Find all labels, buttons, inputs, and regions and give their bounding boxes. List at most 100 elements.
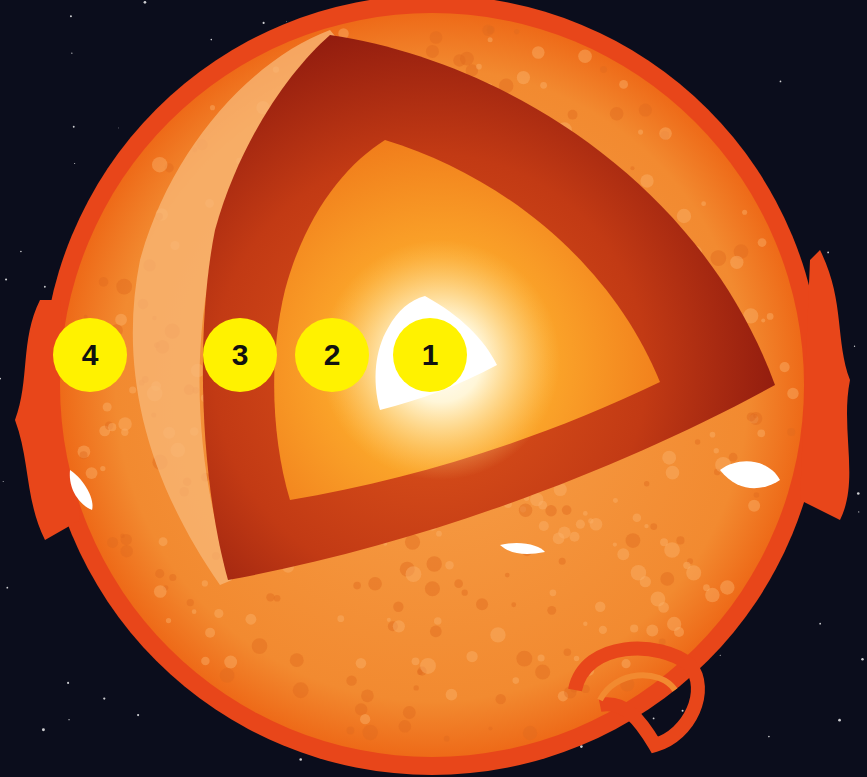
granule [640,174,653,187]
convection-zone [203,35,775,580]
granule [387,618,391,622]
granule [583,511,588,516]
granule [569,532,579,542]
granule [152,157,168,173]
granule [758,238,767,247]
granule [742,210,747,215]
granule [368,577,382,591]
granule [430,626,442,638]
granule [214,609,223,618]
granule [761,319,765,323]
star [768,736,770,738]
granule [399,720,412,733]
granule [748,500,760,512]
callout-badge: 2 [295,318,369,392]
granule [346,675,356,685]
granule [538,501,547,510]
star [71,53,72,54]
granule [714,448,719,453]
granule [749,412,762,425]
granule [550,590,557,597]
granule [787,388,798,399]
star [861,658,863,660]
star [653,717,655,719]
granule [169,574,176,581]
star [858,511,859,512]
granule [695,439,700,444]
star [682,710,684,712]
granule [619,80,628,89]
granule [476,64,482,70]
granule [166,618,171,623]
granule [701,201,706,206]
star [42,728,45,731]
star [838,719,841,722]
granule [116,279,132,295]
star [118,127,120,129]
granule [662,451,676,465]
star [827,252,829,254]
granule [540,82,547,89]
granule [640,576,651,587]
granule [630,624,638,632]
granule [118,417,132,431]
granule [710,250,726,266]
granule [108,423,116,431]
granule [446,689,458,701]
granule [767,313,774,320]
granule [487,26,495,34]
granule [462,590,468,596]
granule [558,526,570,538]
granule [626,533,641,548]
granule [403,706,416,719]
granule [720,580,734,594]
granule [490,627,505,642]
granule [202,580,208,586]
star [0,378,1,380]
granule [436,531,442,537]
granule [729,453,738,462]
granule [187,599,194,606]
granule [86,467,98,479]
photosphere [60,13,804,757]
granule [705,588,719,602]
star [67,682,69,684]
granule [159,537,168,546]
granule [516,651,532,667]
granule [210,105,215,110]
granule [337,615,344,622]
granule [220,668,235,683]
granule [393,620,405,632]
granule [454,579,463,588]
callout-number: 3 [232,338,249,372]
granule [576,520,585,529]
granule [346,727,354,735]
granule [646,624,658,636]
granule [293,682,309,698]
granule [559,558,566,565]
star [5,279,7,281]
granule [757,429,765,437]
granule [754,492,760,498]
granule [115,314,127,326]
star [103,697,105,699]
granule [658,602,669,613]
star [68,719,69,720]
granule [523,726,537,740]
granule [583,622,587,626]
granule [730,256,743,269]
granule [406,566,422,582]
granule [590,518,603,531]
granule [511,602,516,607]
granule [650,523,657,530]
star [3,481,4,482]
granule [426,45,439,58]
star [6,587,8,589]
granule [780,362,790,372]
star [286,20,288,22]
granule [512,677,519,684]
callout-number: 1 [422,338,439,372]
granule [103,402,112,411]
granule [578,49,592,63]
granule [120,534,124,538]
